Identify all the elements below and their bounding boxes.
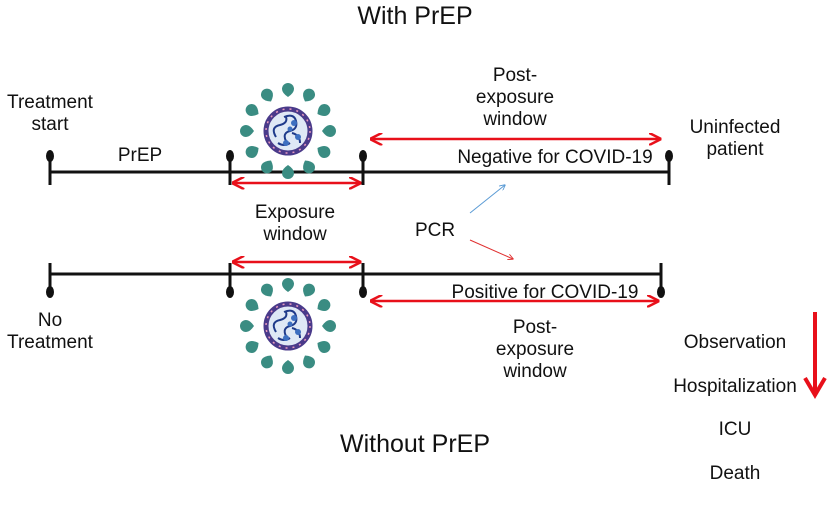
uninfected-patient-label: Uninfected patient	[689, 117, 781, 160]
negative-result-label: Negative for COVID-19	[457, 147, 653, 168]
outcome-hospitalization: Hospitalization	[673, 375, 797, 397]
title-without-prep: Without PrEP	[339, 430, 491, 458]
outcome-death: Death	[709, 462, 761, 484]
treatment-start-label: Treatment start	[7, 92, 93, 135]
top-timeline-pins	[46, 150, 673, 162]
top-post-exposure-label: Post- exposure window	[475, 65, 555, 130]
prep-segment-label: PrEP	[117, 145, 163, 166]
bottom-post-exposure-label: Post- exposure window	[495, 317, 575, 382]
no-treatment-label: No Treatment	[7, 310, 93, 353]
bottom-timeline-ticks	[48, 263, 663, 290]
down-arrow-icon	[803, 312, 827, 399]
top-timeline-ticks	[48, 158, 671, 185]
diagram-canvas	[46, 0, 827, 399]
title-with-prep: With PrEP	[357, 2, 473, 30]
coronavirus-icon-top	[240, 83, 336, 179]
pcr-positive-arrow	[469, 239, 513, 259]
exposure-window-label: Exposure window	[254, 202, 336, 245]
pcr-negative-arrow	[469, 185, 505, 214]
coronavirus-icon-bottom	[240, 278, 336, 374]
pcr-label: PCR	[414, 220, 456, 241]
outcome-icu: ICU	[718, 419, 752, 441]
outcome-observation: Observation	[683, 331, 787, 353]
bottom-timeline-pins	[46, 286, 665, 298]
